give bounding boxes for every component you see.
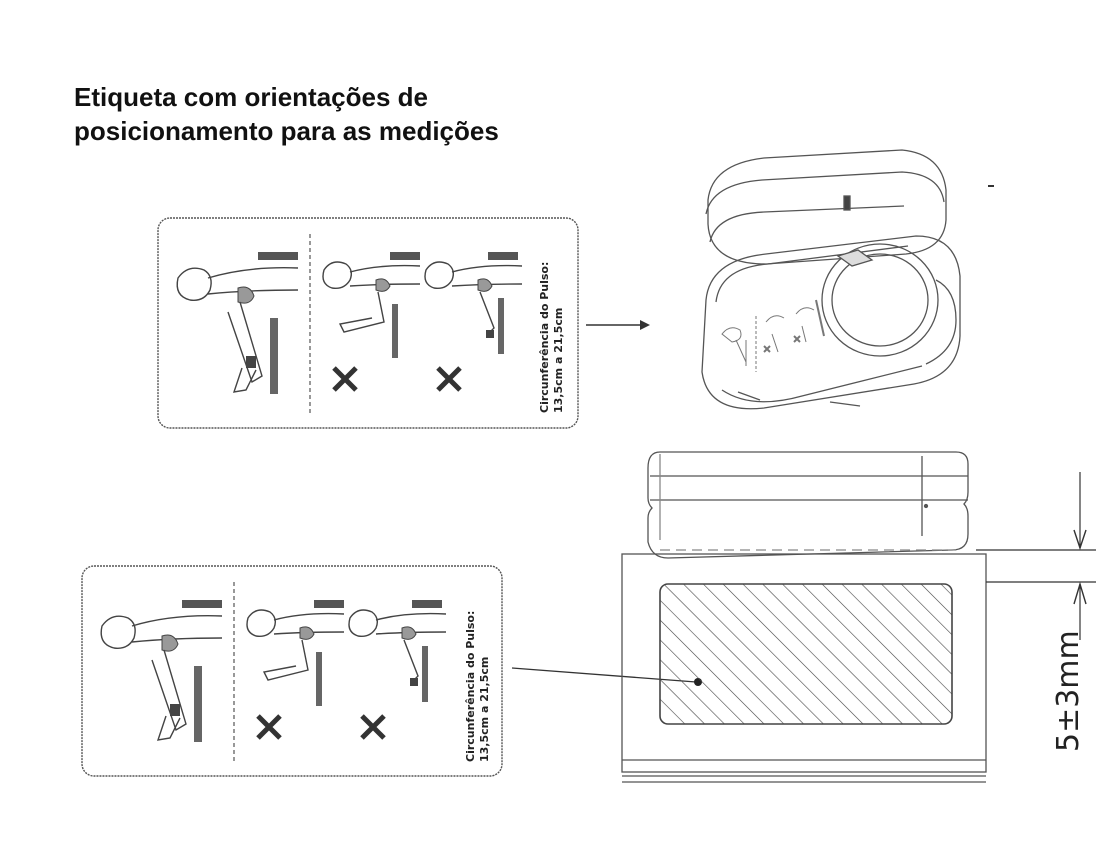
upper-label-text-1: Circunferência do Pulso:	[538, 262, 551, 413]
lower-label-text-1: Circunferência do Pulso:	[464, 611, 477, 762]
lower-posture-label: Circunferência do Pulso: 13,5cm a 21,5cm	[82, 566, 502, 776]
arrow-right-icon	[586, 320, 650, 330]
page-title-line-1: Etiqueta com orientações de	[74, 82, 428, 112]
upper-posture-label: Circunferência do Pulso: 13,5cm a 21,5cm	[158, 218, 578, 428]
device-top-housing	[647, 451, 969, 559]
device-front-view	[621, 451, 987, 783]
device-base	[621, 553, 987, 773]
upper-label-side-text: Circunferência do Pulso: 13,5cm a 21,5cm	[538, 262, 565, 413]
lower-label-side-text: Circunferência do Pulso: 13,5cm a 21,5cm	[464, 611, 491, 762]
page-title-line-2: posicionamento para as medições	[74, 116, 499, 146]
dimension-annotation: 5±3mm	[976, 472, 1096, 752]
label-placement-area	[659, 583, 953, 725]
dimension-value: 5±3mm	[1051, 630, 1086, 752]
lower-label-text-2: 13,5cm a 21,5cm	[478, 657, 491, 762]
page-title: Etiqueta com orientações de posicionamen…	[74, 80, 634, 148]
upper-label-text-2: 13,5cm a 21,5cm	[552, 308, 565, 413]
blood-pressure-monitor-icon	[701, 149, 961, 410]
